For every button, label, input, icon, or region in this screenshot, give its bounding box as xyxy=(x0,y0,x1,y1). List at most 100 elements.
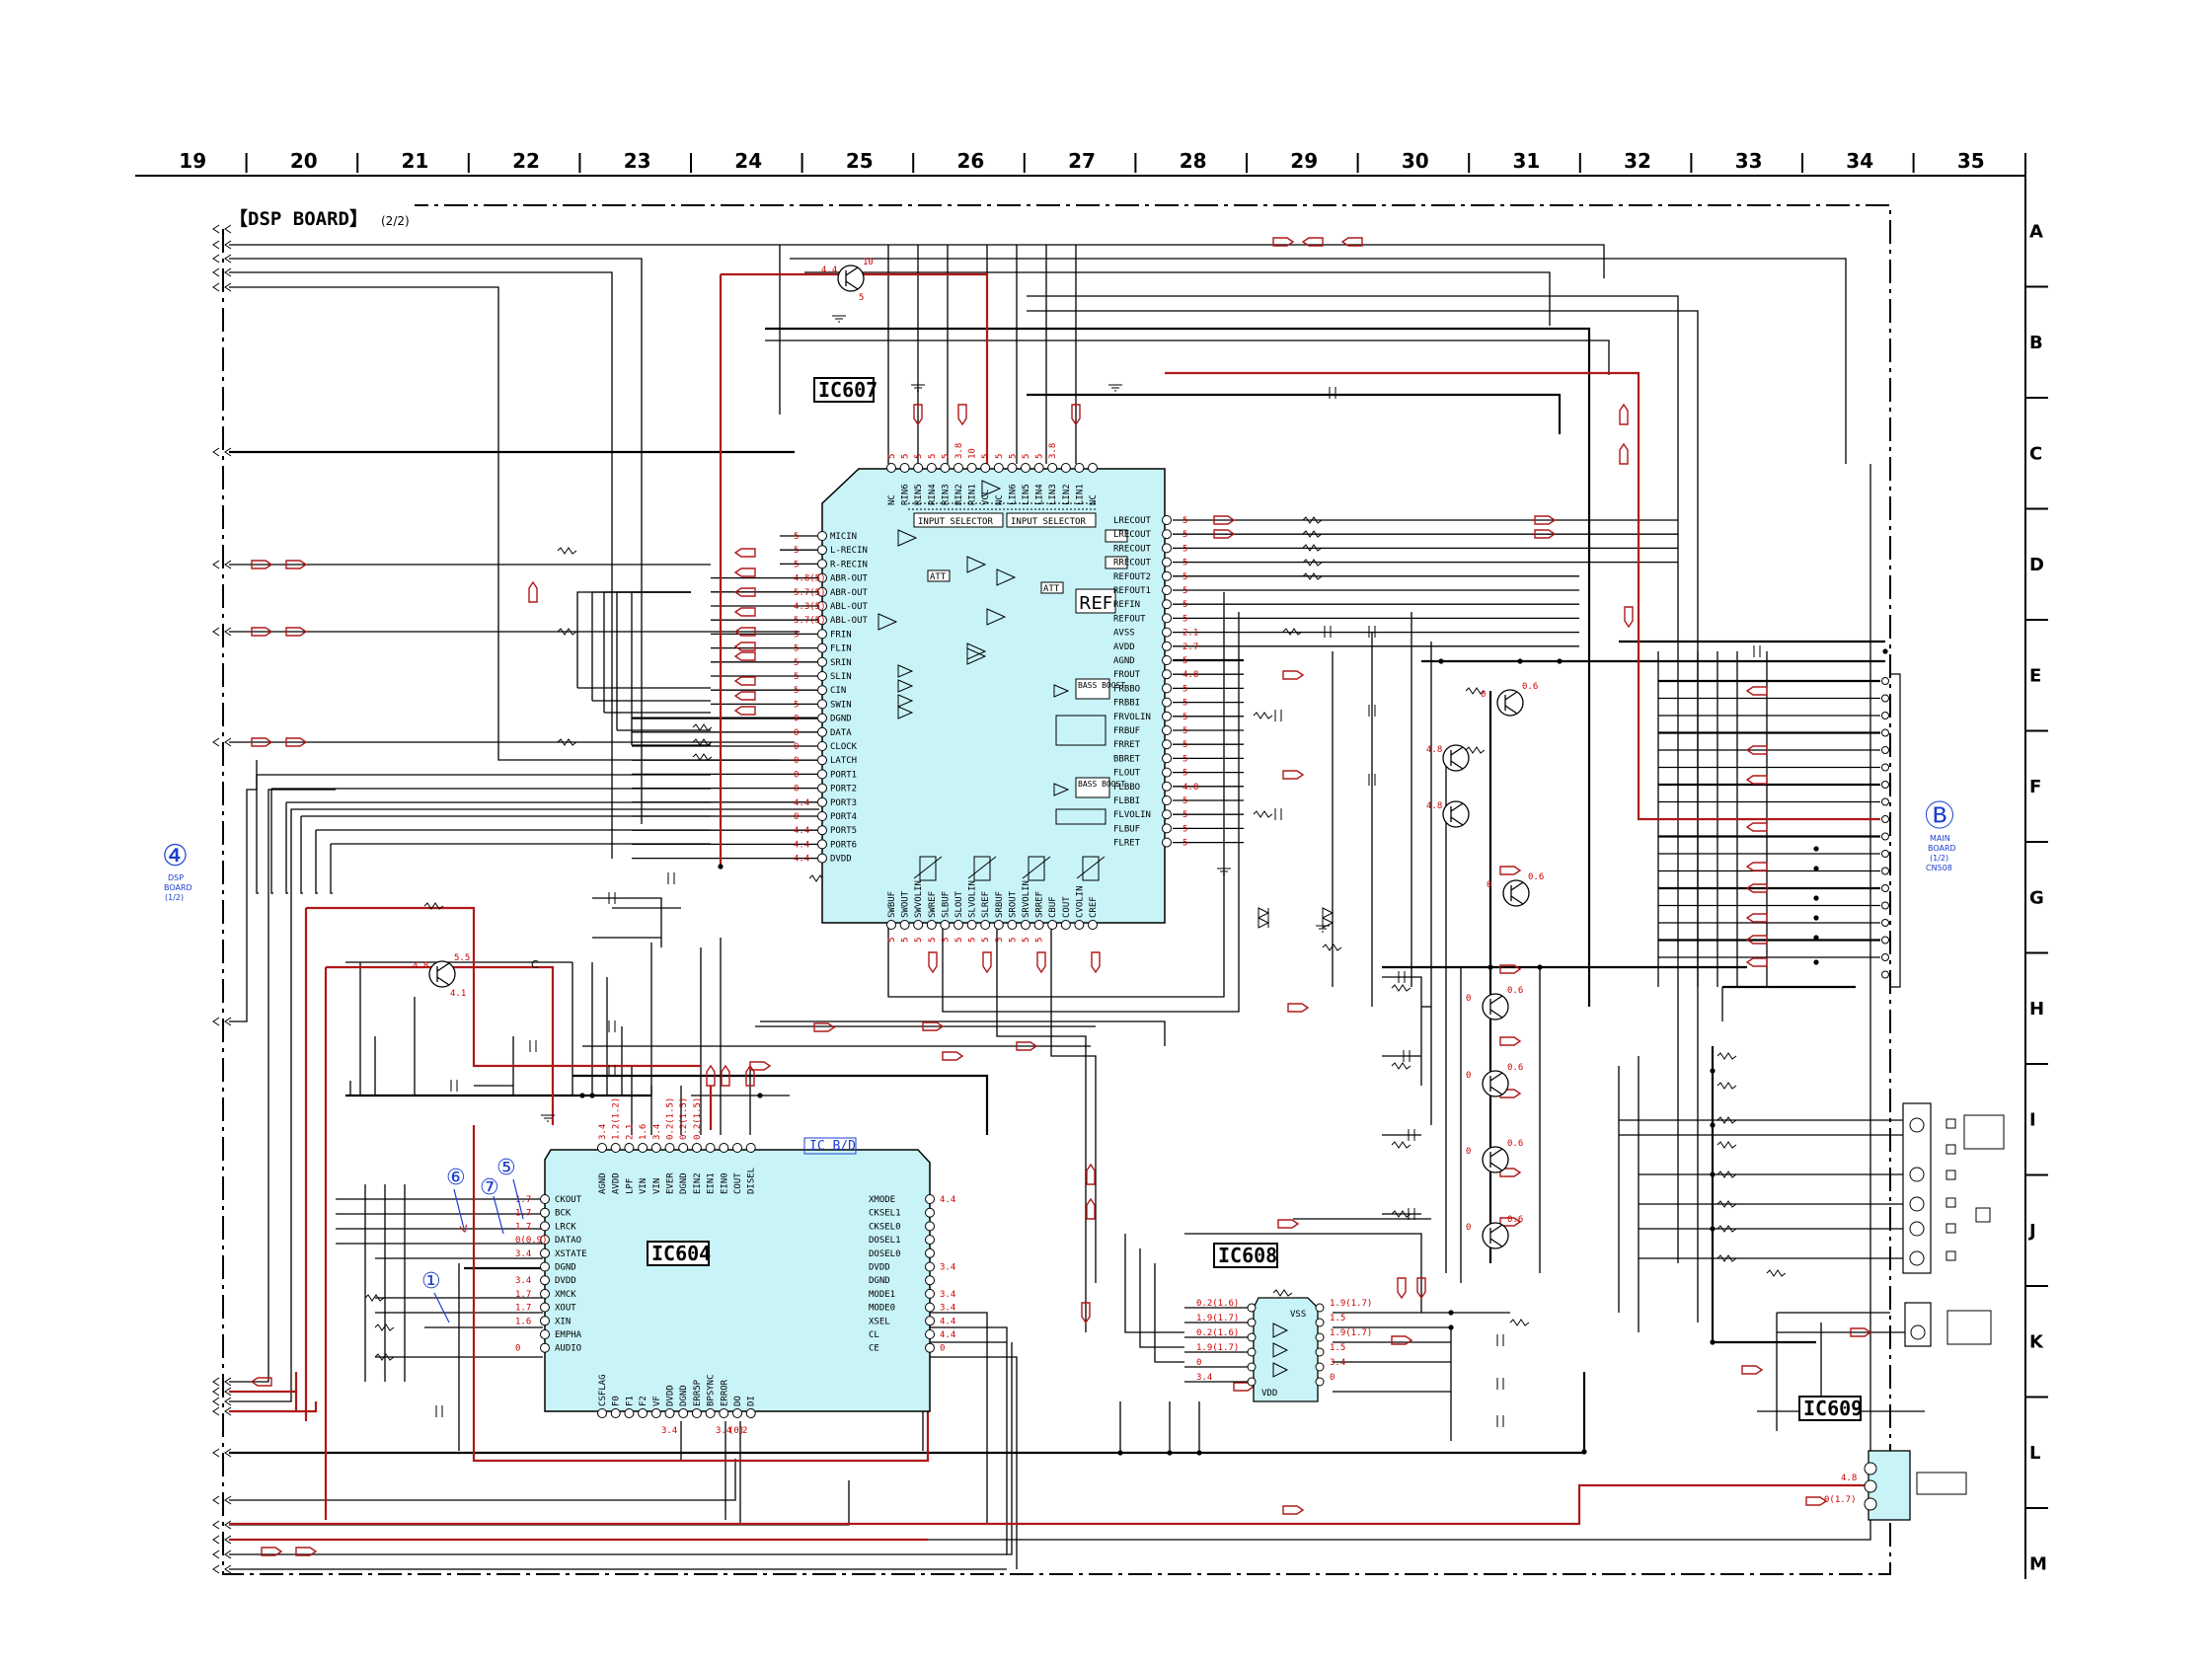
ic607-pin-name: BBRET xyxy=(1113,754,1141,764)
amp-triangle xyxy=(897,529,918,547)
ic608-pin xyxy=(1247,1377,1257,1387)
ic607-pin-name: RIN2 xyxy=(954,484,964,505)
ic604-pin-name: XMODE xyxy=(869,1195,895,1205)
signal-arrow xyxy=(1213,515,1236,525)
ic604-pin-voltage: 3.4 xyxy=(515,1276,531,1286)
capacitor xyxy=(1274,808,1282,820)
ic607-pin xyxy=(1162,669,1172,680)
ic604-pin-name: DOSEL1 xyxy=(869,1236,901,1246)
ic607-pin xyxy=(817,572,827,583)
ic604-pin-name: DISEL xyxy=(747,1168,757,1194)
ic607-pin-voltage: 5 xyxy=(794,672,799,682)
resistor xyxy=(364,1294,385,1302)
resistor xyxy=(1302,544,1323,552)
ic607-pin xyxy=(1162,613,1172,624)
ic604-pin xyxy=(610,1408,621,1418)
transistor-body xyxy=(1442,800,1470,828)
ic607-pin-voltage: 5 xyxy=(968,938,978,943)
signal-arrow xyxy=(250,1377,272,1387)
signal-arrow xyxy=(733,676,756,686)
ic604-pin-name: XOUT xyxy=(555,1304,576,1314)
ic604-pin xyxy=(540,1302,550,1313)
ic607-pin-name: CLOCK xyxy=(830,742,858,752)
resistor xyxy=(374,1323,395,1331)
column-label: 34 xyxy=(1846,149,1873,173)
ic607-pin-voltage: 5 xyxy=(901,938,911,943)
junction-dot xyxy=(1196,1450,1202,1456)
ic607-pin-voltage: 5 xyxy=(1182,810,1187,820)
transistor-voltage: 0.6 xyxy=(1528,872,1544,882)
transistor-leads xyxy=(1510,881,1524,905)
connector-b-pin xyxy=(1881,781,1889,789)
ic607-pin-voltage: 5 xyxy=(794,546,799,556)
ic607-pin-name: ABR-OUT xyxy=(830,588,869,598)
amp-triangle xyxy=(897,706,914,719)
ic604-pin xyxy=(719,1143,729,1153)
connector-pin xyxy=(224,1495,232,1505)
ic604-pin xyxy=(678,1143,689,1153)
board-subtitle: (2/2) xyxy=(381,214,410,228)
resistor xyxy=(1302,572,1323,580)
capacitor xyxy=(1368,705,1376,717)
connector-pin xyxy=(212,240,220,250)
ic608-chip: IC608 VSS VDD 0.2(1.6)1.9(1.7)0.2(1.6)1.… xyxy=(1184,1243,1372,1402)
ic607-pin-voltage: 5 xyxy=(794,532,799,542)
ic607-pin-name: SLREF xyxy=(981,891,991,918)
signal-arrow xyxy=(1416,1277,1426,1300)
ic607-pin-voltage: 5 xyxy=(1182,530,1187,540)
ic608-pin xyxy=(1247,1332,1257,1342)
transistor-body xyxy=(1482,1070,1509,1097)
resistor xyxy=(557,738,577,746)
ic607-pin xyxy=(817,545,827,556)
ic607-pin-voltage: 5 xyxy=(1035,938,1045,943)
ic607-pin-name: RIN4 xyxy=(928,484,938,505)
ic607-pin-name: FLVOLIN xyxy=(1113,810,1151,820)
ic607-pin xyxy=(817,853,827,864)
connector-pin xyxy=(224,560,232,569)
ic609-volt-2: 0(1.7) xyxy=(1824,1495,1857,1505)
capacitor xyxy=(1408,1129,1415,1141)
resistor xyxy=(1509,1319,1530,1326)
ic604-pin xyxy=(925,1275,935,1286)
ic604-pin xyxy=(540,1194,550,1204)
ic604-pin xyxy=(664,1408,675,1418)
ic607-pin-name: SWIN xyxy=(830,700,852,710)
ic607-pin xyxy=(817,769,827,780)
bus-wire xyxy=(616,591,691,730)
ic607-pin xyxy=(1007,920,1018,930)
junction-dot xyxy=(579,1093,585,1098)
capacitor xyxy=(1324,626,1332,638)
ic608-pin-voltage: 0 xyxy=(1330,1373,1335,1383)
capacitor xyxy=(1274,710,1282,721)
connector-pin xyxy=(224,447,232,457)
ic607-pin xyxy=(913,920,924,930)
ic604-pin-voltage: (0) xyxy=(728,1426,744,1436)
ic604-pin-voltage: 1.7 xyxy=(515,1222,531,1232)
ic607-pin xyxy=(817,741,827,751)
ic608-vdd: VDD xyxy=(1261,1389,1277,1398)
ic607-pin-voltage: 5 xyxy=(1008,938,1018,943)
ic607-pin-voltage: 5 xyxy=(1022,938,1031,943)
connector-pin xyxy=(224,240,232,250)
ic604-pin-name: VIN xyxy=(639,1178,648,1194)
ic607-pin xyxy=(817,726,827,737)
ic608-pin-voltage: 1.5 xyxy=(1330,1343,1345,1353)
ic607-pin-voltage: 3.8 xyxy=(954,443,964,459)
column-label: 27 xyxy=(1068,149,1096,173)
ic608-pin-voltage: 0.2(1.6) xyxy=(1196,1328,1239,1338)
column-label: 35 xyxy=(1957,149,1985,173)
signal-arrow xyxy=(1745,913,1768,923)
signal-arrow xyxy=(1499,1036,1522,1046)
ic607-pin-voltage: 5 xyxy=(1182,572,1187,582)
junction-dot xyxy=(1517,658,1523,664)
ic607-pin xyxy=(817,755,827,766)
ic607-pin-voltage: 0 xyxy=(794,812,799,822)
ic604-pin xyxy=(925,1247,935,1258)
ic607-pin-voltage: 5 xyxy=(887,938,897,943)
ic604-pin xyxy=(540,1316,550,1326)
ic604-pin xyxy=(597,1143,607,1153)
signal-arrow xyxy=(1340,237,1363,247)
signal-arrow xyxy=(733,691,756,701)
ic607-pin-voltage: 2.1 xyxy=(1182,629,1198,639)
ic607-pin-name: FLIN xyxy=(830,644,852,654)
